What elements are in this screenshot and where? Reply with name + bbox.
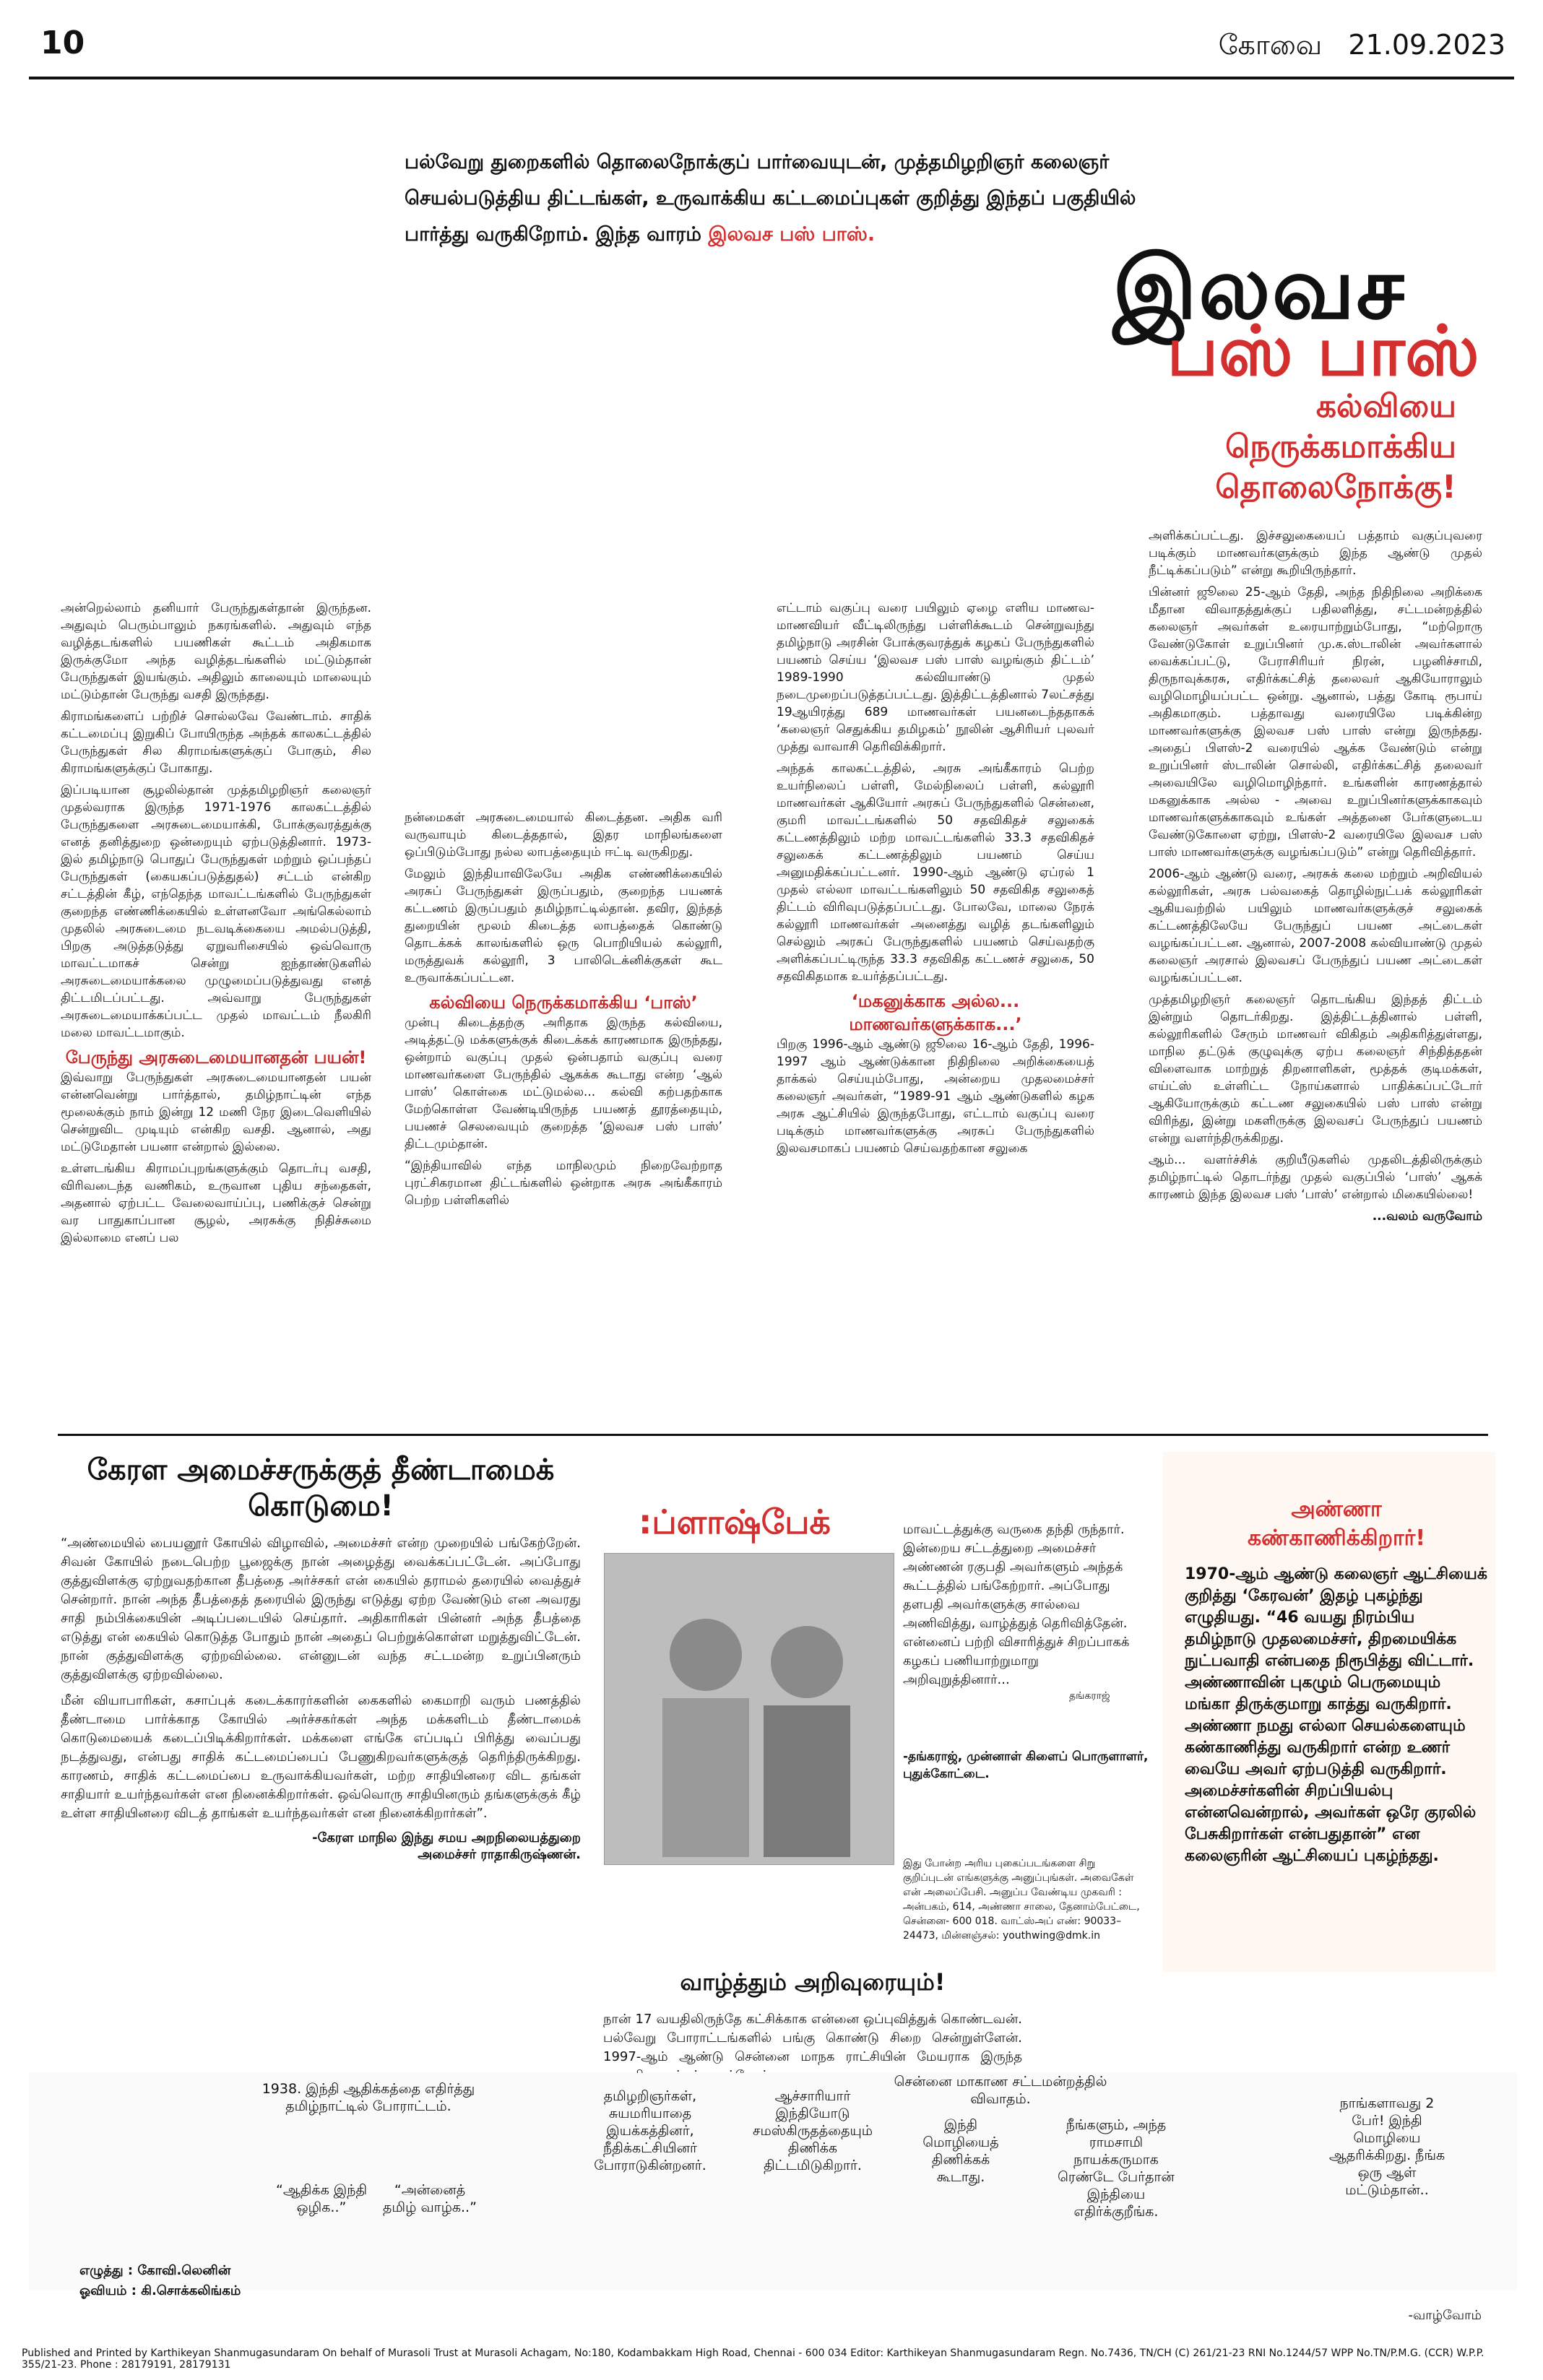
paragraph: நன்மைகள் அரசுடைமையால் கிடைத்தன. அதிக வரி… — [405, 810, 722, 860]
imprint: Published and Printed by Karthikeyan Sha… — [22, 2347, 1484, 2371]
article-column-2: நன்மைகள் அரசுடைமையால் கிடைத்தன. அதிக வரி… — [405, 809, 722, 1213]
cartoon-speech: “ஆதிக்க இந்தி ஒழிக..” — [275, 2182, 368, 2215]
section-divider — [58, 1434, 1488, 1436]
flashback-title: :ப்ளாஷ்பேக் — [639, 1502, 831, 1541]
paragraph: அந்தக் காலகட்டத்தில், அரசு அங்கீகாரம் பெ… — [777, 761, 1094, 984]
kerala-heading: கேரள அமைச்சருக்குத் தீண்டாமைக் கொடுமை! — [87, 1453, 555, 1523]
kerala-paragraph: “அண்மையில் பையனூர் கோயில் விழாவில், அமைச… — [61, 1536, 581, 1682]
anna-heading-1: அண்ணா — [1291, 1497, 1382, 1522]
page-title-line1: இலவச — [1112, 238, 1406, 339]
page-number: 10 — [40, 25, 85, 61]
paragraph: ஆம்... வளர்ச்சிக் குறியீடுகளில் முதலிடத்… — [1149, 1153, 1482, 1202]
vazhthu-heading: வாழ்த்தும் அறிவுரையும்! — [680, 1968, 946, 1996]
flashback-photo — [604, 1553, 894, 1865]
paragraph: பிறகு 1996-ஆம் ஆண்டு ஜூலை 16-ஆம் தேதி, 1… — [777, 1037, 1094, 1156]
vazhthu-box: வாழ்த்தும் அறிவுரையும்! நான் 17 வயதிலிரு… — [603, 1968, 1022, 2085]
photo-caption: தங்கராஜ் — [1069, 1690, 1110, 1702]
section-heading: ‘மகனுக்காக அல்ல... மாணவர்களுக்காக...’ — [849, 991, 1022, 1034]
article-column-4: அளிக்கப்பட்டது. இச்சலுகையைப் பத்தாம் வகு… — [1149, 527, 1482, 1225]
credits: எழுத்து : கோவி.லெனின் ஓவியம் : கி.சொக்கல… — [79, 2261, 241, 2301]
cartoon-caption: தமிழறிஞர்கள், சுயமரியாதை இயக்கத்தினர், ந… — [594, 2088, 706, 2173]
paragraph: மேலும் இந்தியாவிலேயே அதிக எண்ணிக்கையில் … — [405, 867, 722, 985]
paragraph: எட்டாம் வகுப்பு வரை பயிலும் ஏழை எளிய மாண… — [777, 601, 1094, 754]
kerala-signature: அமைச்சர் ராதாகிருஷ்ணன். — [418, 1847, 581, 1862]
paragraph: உள்ளடங்கிய கிராமப்புறங்களுக்கும் தொடர்பு… — [61, 1161, 371, 1245]
cartoon-caption: ஆச்சாரியார் இந்தியோடு சமஸ்கிருதத்தையும் … — [752, 2088, 873, 2173]
flashback-signature: -தங்கராஜ், முன்னாள் கிளைப் பொருளாளர், பு… — [903, 1749, 1149, 1781]
cartoon-speech: “அன்னைத் தமிழ் வாழ்க..” — [383, 2182, 477, 2215]
strip-end: -வாழ்வோம் — [1408, 2308, 1482, 2323]
intro-text: பல்வேறு துறைகளில் தொலைநோக்குப் பார்வையுட… — [405, 144, 1199, 253]
cartoon-speech: நீங்களும், அந்த ராமசாமி நாயக்கருமாக ரெண்… — [1058, 2117, 1175, 2220]
header-rule — [29, 77, 1514, 79]
continue-note: ...வலம் வருவோம் — [1372, 1209, 1482, 1224]
paragraph: பின்னர் ஜூலை 25-ஆம் தேதி, அந்த நிதிநிலை … — [1149, 585, 1482, 860]
paragraph: இவ்வாறு பேருந்துகள் அரசுடைமையானதன் பயன் … — [61, 1070, 371, 1154]
paragraph: அளிக்கப்பட்டது. இச்சலுகையைப் பத்தாம் வகு… — [1149, 529, 1482, 578]
paragraph: இப்படியான சூழலில்தான் முத்தமிழறிஞர் கலைஞ… — [61, 783, 371, 1040]
section-heading: கல்வியை நெருக்கமாக்கிய ‘பாஸ்’ — [429, 992, 698, 1013]
paragraph: அன்றெல்லாம் தனியார் பேருந்துகள்தான் இருந… — [61, 601, 371, 702]
page-title-line2: பஸ் பாஸ் — [1167, 311, 1479, 391]
kerala-signature: -கேரள மாநில இந்து சமய அறநிலையத்துறை — [312, 1830, 581, 1845]
intro-body: பல்வேறு துறைகளில் தொலைநோக்குப் பார்வையுட… — [405, 151, 1136, 246]
edition-label: கோவை — [1218, 29, 1323, 61]
anna-heading-2: கண்காணிக்கிறார்! — [1247, 1526, 1426, 1551]
section-heading: பேருந்து அரசுடைமையானதன் பயன்! — [65, 1047, 367, 1068]
article-column-1: அன்றெல்லாம் தனியார் பேருந்துகள்தான் இருந… — [61, 600, 371, 1251]
article-column-3: எட்டாம் வகுப்பு வரை பயிலும் ஏழை எளிய மாண… — [777, 600, 1094, 1161]
cartoon-strip — [29, 2073, 1517, 2290]
kerala-box: கேரள அமைச்சருக்குத் தீண்டாமைக் கொடுமை! “… — [61, 1452, 581, 1864]
anna-heading: அண்ணா கண்காணிக்கிறார்! — [1185, 1495, 1488, 1553]
cartoon-speech: நாங்களாவது 2 பேர்! இந்தி மொழியை ஆதரிக்கி… — [1328, 2095, 1445, 2198]
anna-box — [1163, 1452, 1495, 1972]
intro-highlight: இலவச பஸ் பாஸ். — [708, 223, 876, 246]
cartoon-caption: 1938. இந்தி ஆதிக்கத்தை எதிர்த்து தமிழ்நா… — [262, 2081, 475, 2114]
anna-text: 1970-ஆம் ஆண்டு கலைஞர் ஆட்சியைக் குறித்து… — [1185, 1565, 1487, 1865]
writer-credit: எழுத்து : கோவி.லெனின் — [79, 2263, 231, 2278]
cartoon-speech: இந்தி மொழியைத் திணிக்கக் கூடாது. — [922, 2117, 999, 2185]
paragraph: முத்தமிழறிஞர் கலைஞர் தொடங்கிய இந்தத் திட… — [1149, 992, 1482, 1146]
page-tagline: கல்வியை நெருக்கமாக்கிய தொலைநோக்கு! — [1215, 388, 1456, 506]
cartoon-caption: சென்னை மாகாண சட்டமன்றத்தில் விவாதம். — [894, 2074, 1107, 2107]
edition-date: கோவை 21.09.2023 — [1219, 29, 1505, 65]
flashback-note: இது போன்ற அரிய புகைப்படங்களை சிறு குறிப்… — [903, 1858, 1140, 1942]
kerala-paragraph: மீன் வியாபாரிகள், கசாப்புக் கடைக்காரர்கள… — [61, 1693, 581, 1821]
date-label: 21.09.2023 — [1348, 29, 1505, 61]
paragraph: “இந்தியாவில் எந்த மாநிலமும் நிறைவேற்றாத … — [405, 1159, 722, 1208]
paragraph: முன்பு கிடைத்தற்கு அரிதாக இருந்த கல்வியை… — [405, 1016, 722, 1151]
paragraph: கிராமங்களைப் பற்றிச் சொல்லவே வேண்டாம். ச… — [61, 709, 371, 776]
photo-placeholder-icon — [605, 1554, 894, 1864]
artist-credit: ஓவியம் : கி.சொக்கலிங்கம் — [79, 2283, 241, 2298]
paragraph: 2006-ஆம் ஆண்டு வரை, அரசுக் கலை மற்றும் அ… — [1149, 867, 1482, 985]
flashback-letter: மாவட்டத்துக்கு வருகை தந்தி ருந்தார். இன்… — [903, 1522, 1130, 1687]
